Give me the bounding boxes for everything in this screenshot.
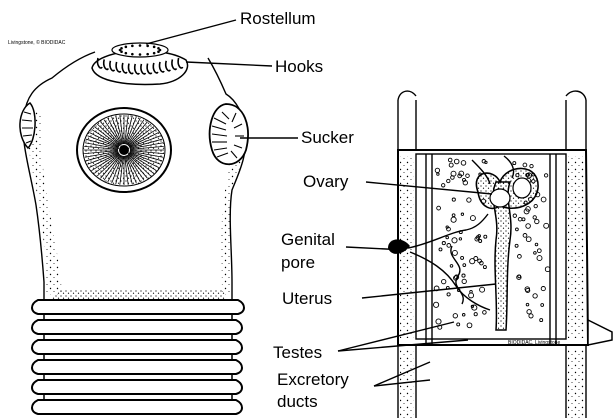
left-side-sucker — [20, 103, 35, 148]
label-sucker: Sucker — [301, 128, 354, 147]
label-rostellum: Rostellum — [240, 9, 316, 28]
label-genital-pore-line2: pore — [281, 253, 315, 272]
label-genital-pore-line1: Genital — [281, 230, 335, 249]
label-hooks: Hooks — [275, 57, 323, 76]
rostellum-hooks — [92, 43, 188, 84]
label-testes: Testes — [273, 343, 322, 362]
credit-left: Livingstone, © BIODIDAC — [8, 39, 66, 46]
label-uterus: Uterus — [282, 289, 332, 308]
credit-right: BIODIDAC, Livingstone — [508, 340, 560, 346]
label-ovary: Ovary — [303, 172, 349, 191]
label-excretory-ducts-line1: Excretory — [277, 370, 349, 389]
proglottid: BIODIDAC, Livingstone — [388, 91, 612, 418]
labels: Rostellum Hooks Sucker Ovary Genital por… — [240, 9, 354, 411]
front-sucker — [77, 108, 171, 192]
label-excretory-ducts-line2: ducts — [277, 392, 318, 411]
strobila-segments — [32, 300, 244, 414]
scolex: Livingstone, © BIODIDAC — [8, 39, 248, 414]
